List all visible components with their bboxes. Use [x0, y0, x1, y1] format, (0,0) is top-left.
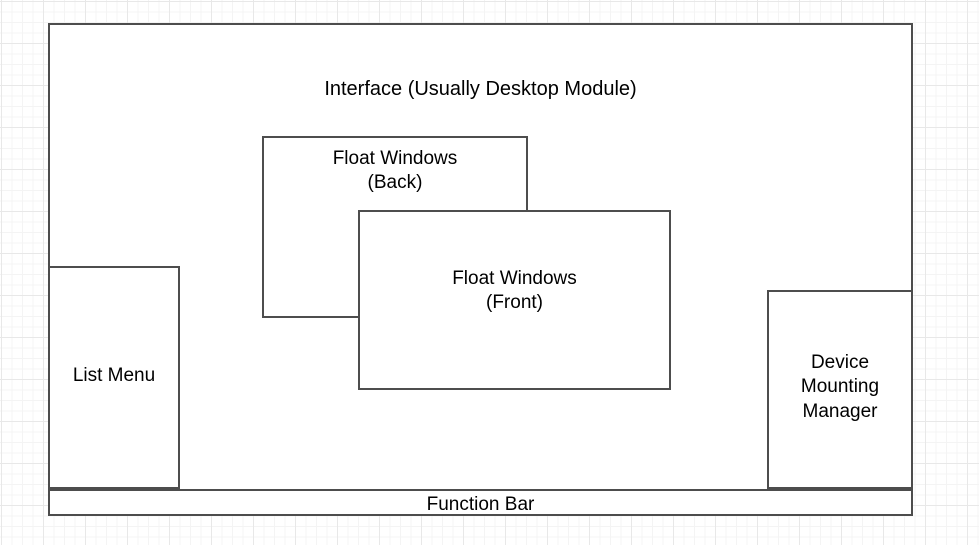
float-window-front-box[interactable]: Float Windows (Front) — [358, 210, 671, 390]
list-menu-label: List Menu — [72, 365, 156, 386]
device-mounting-manager-label: Device Mounting Manager — [800, 352, 880, 422]
function-bar-box[interactable]: Function Bar — [48, 489, 913, 516]
float-window-front-label: Float Windows (Front) — [452, 268, 577, 314]
float-window-back-label: Float Windows (Back) — [332, 148, 458, 194]
function-bar-label: Function Bar — [426, 494, 535, 515]
interface-title-label: Interface (Usually Desktop Module) — [324, 78, 637, 100]
list-menu-box[interactable]: List Menu — [48, 266, 180, 489]
device-mounting-manager-box[interactable]: Device Mounting Manager — [767, 290, 913, 489]
